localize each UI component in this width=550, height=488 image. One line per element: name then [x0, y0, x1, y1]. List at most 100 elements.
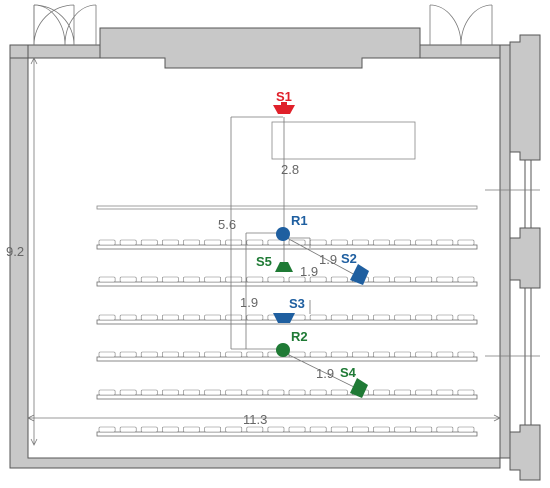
stage-edge [96, 205, 478, 210]
seat [162, 314, 179, 321]
seat [330, 239, 348, 246]
seat [394, 314, 412, 321]
seat [246, 276, 264, 283]
seat [98, 276, 116, 283]
receiver-r2-marker [276, 343, 290, 357]
seat [98, 351, 116, 358]
seat [267, 276, 285, 283]
seat [183, 314, 200, 321]
seat [330, 426, 348, 433]
source-s3-marker [273, 313, 295, 323]
source-s3-label: S3 [289, 296, 305, 311]
receiver-r1-label: R1 [291, 213, 308, 228]
seat [394, 389, 412, 396]
seat [394, 276, 412, 283]
seat [140, 351, 158, 358]
seat [436, 351, 454, 358]
seat [225, 239, 243, 246]
seat [98, 239, 116, 246]
seat [457, 426, 475, 433]
seat [288, 426, 306, 433]
seat [140, 276, 158, 283]
receiver-r2-label: R2 [291, 329, 308, 344]
seat [246, 426, 264, 433]
seat [330, 389, 348, 396]
seat [98, 314, 116, 321]
seat [330, 276, 348, 283]
seat [119, 351, 137, 358]
seat [225, 314, 243, 321]
seat [225, 389, 243, 396]
seat [394, 351, 412, 358]
seat [288, 276, 306, 283]
seat [436, 276, 454, 283]
dimension-lines [27, 57, 501, 446]
room-width-label: 11.3 [243, 412, 267, 427]
seat [204, 389, 222, 396]
seat [330, 351, 348, 358]
seat [183, 276, 200, 283]
seat [246, 239, 264, 246]
seat [457, 351, 475, 358]
seat [119, 239, 137, 246]
seat [415, 426, 433, 433]
seat [246, 389, 264, 396]
seat [309, 276, 327, 283]
seat [246, 351, 264, 358]
seat [162, 351, 179, 358]
seat-row-bar [96, 356, 478, 362]
seat [288, 351, 306, 358]
s1-r2-distance-label: 5.6 [218, 217, 236, 232]
seat [309, 314, 327, 321]
r1-s2-distance-label: 1.9 [319, 252, 337, 267]
seat [373, 239, 390, 246]
seat [373, 389, 390, 396]
seat [415, 314, 433, 321]
seat [204, 426, 222, 433]
source-s1-body [281, 102, 287, 106]
seat [330, 314, 348, 321]
seat [436, 389, 454, 396]
seat [225, 276, 243, 283]
seat [436, 426, 454, 433]
source-s2-marker [350, 264, 369, 285]
seat [204, 351, 222, 358]
receiver-r1-marker [276, 227, 290, 241]
seat [140, 426, 158, 433]
seat [98, 426, 116, 433]
source-s1-label: S1 [276, 89, 292, 104]
seat [373, 314, 390, 321]
seat [351, 426, 369, 433]
seat [351, 351, 369, 358]
seat [246, 314, 264, 321]
seat [162, 389, 179, 396]
seat [394, 239, 412, 246]
r1-r2-distance-label: 1.9 [240, 295, 258, 310]
front-desk [271, 121, 416, 160]
seat [457, 389, 475, 396]
seat [415, 389, 433, 396]
source-s4-marker [350, 378, 368, 398]
seat [119, 426, 137, 433]
room-walls [9, 27, 541, 481]
seat [162, 276, 179, 283]
seat [119, 314, 137, 321]
seat [288, 389, 306, 396]
seat [267, 426, 285, 433]
seat [415, 239, 433, 246]
seat [373, 351, 390, 358]
seat [309, 389, 327, 396]
seat [457, 276, 475, 283]
door-left [33, 4, 97, 46]
source-s5-label: S5 [256, 254, 272, 269]
seat [394, 426, 412, 433]
seat [309, 351, 327, 358]
seat [183, 351, 200, 358]
s1-r1-distance-label: 2.8 [281, 162, 299, 177]
room-depth-label: 9.2 [6, 244, 24, 259]
source-s2-label: S2 [341, 251, 357, 266]
seat [373, 276, 390, 283]
seat [415, 351, 433, 358]
seat [225, 426, 243, 433]
